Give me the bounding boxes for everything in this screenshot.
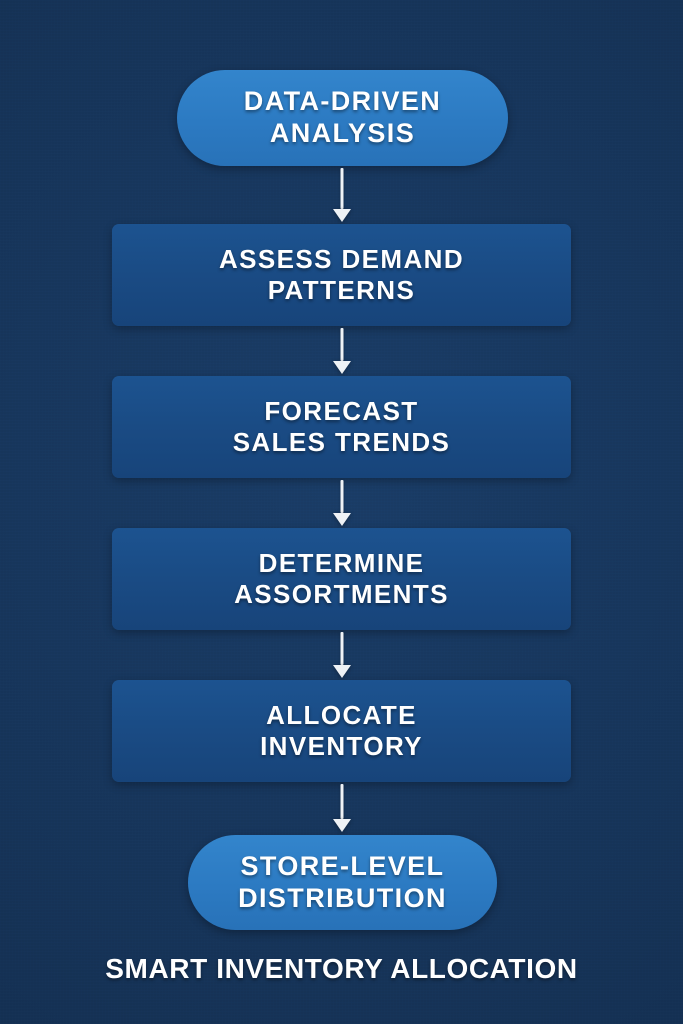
flow-node-data-driven-analysis[interactable]: DATA-DRIVEN ANALYSIS <box>177 70 508 166</box>
flow-node-forecast-sales-trends[interactable]: FORECAST SALES TRENDS <box>112 376 571 478</box>
flow-node-label: ASSESS DEMAND PATTERNS <box>218 244 464 305</box>
flow-node-label: ALLOCATE INVENTORY <box>260 700 423 761</box>
flow-node-label: DETERMINE ASSORTMENTS <box>234 548 449 609</box>
flow-node-label: FORECAST SALES TRENDS <box>232 396 451 457</box>
arrow-down-icon-4 <box>326 632 358 678</box>
flow-node-label: DATA-DRIVEN ANALYSIS <box>243 86 442 148</box>
flow-node-determine-assortments[interactable]: DETERMINE ASSORTMENTS <box>112 528 571 630</box>
arrow-down-icon-1 <box>326 168 358 222</box>
flow-node-store-level-distribution[interactable]: STORE-LEVEL DISTRIBUTION <box>188 835 497 930</box>
arrow-down-icon-5 <box>326 784 358 832</box>
diagram-title: SMART INVENTORY ALLOCATION <box>105 953 578 984</box>
arrow-down-icon-3 <box>326 480 358 526</box>
arrow-down-icon-2 <box>326 328 358 374</box>
flow-node-assess-demand-patterns[interactable]: ASSESS DEMAND PATTERNS <box>112 224 571 326</box>
flow-node-label: STORE-LEVEL DISTRIBUTION <box>238 850 447 913</box>
flow-node-allocate-inventory[interactable]: ALLOCATE INVENTORY <box>112 680 571 782</box>
